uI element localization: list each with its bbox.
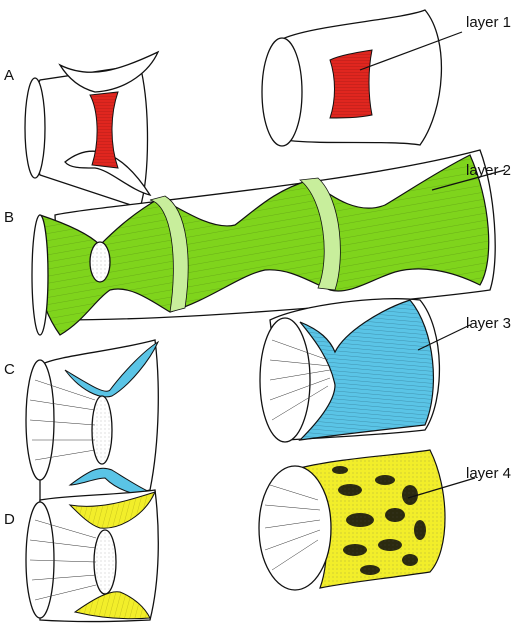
layer3-label: layer 3: [466, 315, 511, 332]
panel-label-b: B: [4, 209, 14, 226]
layer4-leader-line: [407, 477, 476, 499]
layer2-band-left: [149, 195, 189, 313]
panel-d-tube: [25, 489, 159, 623]
panel-label-c: C: [4, 361, 15, 378]
layer2-leader-line: [431, 169, 506, 191]
layer1-tube: [261, 9, 443, 147]
layer1-leader-line: [359, 31, 463, 71]
layer2-band-right: [298, 177, 341, 291]
layer4-tube: [258, 449, 446, 591]
panel-b-tube: [31, 149, 496, 336]
panel-c-tube: [25, 339, 160, 506]
layer3-leader-line: [417, 324, 471, 351]
layer3-tube: [259, 298, 441, 443]
layer2-label: layer 2: [466, 162, 511, 179]
layer1-label: layer 1: [466, 14, 511, 31]
layer4-label: layer 4: [466, 465, 511, 482]
panel-a-tube: [24, 50, 160, 209]
panel-label-a: A: [4, 67, 14, 84]
panel-label-d: D: [4, 511, 15, 528]
